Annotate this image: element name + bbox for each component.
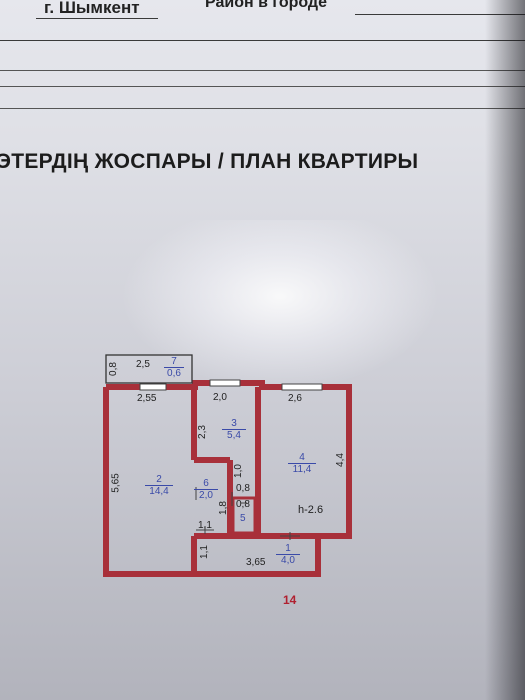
window-room2 (139, 383, 167, 391)
room-number: 3 (231, 418, 237, 429)
wc-box (231, 496, 257, 535)
room-area: 11,4 (288, 463, 316, 475)
dim-room3-side: 2,3 (196, 425, 208, 439)
room-area: 5,4 (222, 429, 246, 441)
page-title: ЭТЕРДІҢ ЖОСПАРЫ / ПЛАН КВАРТИРЫ (0, 150, 419, 173)
room-4-label: 4 11,4 (288, 452, 316, 475)
room-2-label: 2 14,4 (145, 474, 173, 497)
district-label: Район в городе (205, 0, 327, 11)
form-line-3 (0, 86, 525, 87)
dim-room2-top: 2,55 (137, 393, 157, 404)
dim-corridor-side: 1,8 (217, 501, 229, 515)
dim-wc-side: 1,0 (232, 464, 244, 478)
district-underline (355, 14, 525, 15)
room-area: 0,6 (164, 367, 184, 379)
room-area: 2,0 (194, 489, 218, 501)
form-line-1 (0, 40, 525, 41)
room-area: 14,4 (145, 485, 173, 497)
window-room3 (209, 379, 241, 387)
room-number: 2 (156, 474, 162, 485)
dim-balcony-length: 2,5 (136, 359, 150, 370)
room-number: 1 (285, 543, 291, 554)
outer-wall (103, 380, 352, 577)
dim-room4-top: 2,6 (288, 393, 302, 404)
dim-wc-top: 0,8 (236, 483, 250, 494)
room-6-label: 6 2,0 (194, 478, 218, 501)
edge-shadow (485, 0, 525, 700)
city-label: г. Шымкент (44, 0, 140, 17)
dim-hall-length: 3,65 (246, 557, 266, 568)
room-7-label: 7 0,6 (164, 356, 184, 379)
room-3-label: 3 5,4 (222, 418, 246, 441)
room-number: 4 (299, 452, 305, 463)
balcony (105, 354, 193, 384)
room-5-label: 5 (240, 513, 246, 524)
dim-hall-side: 1,1 (198, 545, 210, 559)
dim-hall-door: 1,1 (198, 520, 212, 531)
dim-room2-side: 5,65 (110, 473, 122, 493)
form-line-4 (0, 108, 525, 109)
dim-room3-top: 2,0 (213, 392, 227, 403)
ceiling-height: h-2.6 (298, 504, 324, 516)
city-underline (36, 18, 158, 19)
dim-balcony-width: 0,8 (107, 362, 119, 376)
room-number: 7 (171, 356, 177, 367)
sheet-number: 14 (283, 593, 297, 607)
room-number: 6 (203, 478, 209, 489)
room-1-label: 1 4,0 (276, 543, 300, 566)
window-room4 (281, 383, 323, 391)
dim-room4-side: 4,4 (334, 453, 346, 467)
form-line-2 (0, 70, 525, 71)
dim-wc-bottom: 0,8 (236, 499, 250, 510)
room-area: 4,0 (276, 554, 300, 566)
